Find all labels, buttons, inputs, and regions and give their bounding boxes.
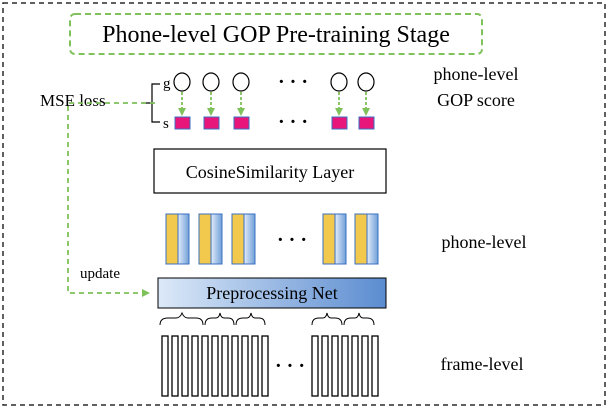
frame-bar: [201, 335, 209, 397]
score-square: [358, 116, 375, 130]
feature-bar-yellow: [231, 213, 245, 265]
row-s-label: s: [163, 116, 169, 132]
update-arrow: [67, 102, 155, 297]
gop-circle: [330, 72, 348, 92]
frame-bars-ellipsis: · · ·: [275, 355, 305, 377]
cosine-similarity-layer: [153, 148, 387, 194]
gop-score-label-line2: GOP score: [437, 90, 515, 110]
frame-bar: [161, 335, 169, 397]
gop-ellipsis: · · ·: [278, 71, 308, 93]
frame-bar: [221, 335, 229, 397]
feature-bar-blue: [243, 213, 256, 265]
frame-bar: [331, 335, 339, 397]
frame-bar: [251, 335, 259, 397]
score-square: [233, 116, 250, 130]
feature-bar-yellow: [322, 213, 336, 265]
gop-score-label-line1: phone-level: [434, 64, 519, 84]
row-g-label: g: [163, 76, 171, 92]
score-square: [174, 116, 191, 130]
feature-bar-yellow: [198, 213, 212, 265]
frame-bar: [361, 335, 369, 397]
frame-bar: [181, 335, 189, 397]
frame-bar: [191, 335, 199, 397]
feature-bar-blue: [177, 213, 190, 265]
feature-bar-blue: [334, 213, 347, 265]
frame-bar: [321, 335, 329, 397]
cosine-similarity-label: CosineSimilarity Layer: [186, 162, 354, 182]
phone-level-label: phone-level: [442, 232, 527, 252]
frame-bar: [311, 335, 319, 397]
preprocessing-label: Preprocessing Net: [206, 283, 337, 303]
score-ellipsis: · · ·: [278, 111, 308, 133]
score-square: [203, 116, 220, 130]
frame-bar: [171, 335, 179, 397]
score-square: [331, 116, 348, 130]
frame-group-braces: [159, 311, 375, 326]
gop-circle: [232, 72, 250, 92]
feature-bar-yellow: [165, 213, 179, 265]
frame-bar: [351, 335, 359, 397]
feature-bar-blue: [366, 213, 379, 265]
title-box: [69, 13, 483, 55]
gop-circle: [173, 72, 191, 92]
frame-bars-right: [311, 335, 379, 397]
update-label: update: [80, 266, 120, 282]
diagram-title: Phone-level GOP Pre-training Stage: [102, 22, 450, 48]
frame-bar: [241, 335, 249, 397]
frame-bars-left: [161, 335, 269, 397]
preprocessing-net: [157, 277, 387, 309]
frame-bar: [211, 335, 219, 397]
frame-bar: [371, 335, 379, 397]
gop-circle: [202, 72, 220, 92]
frame-level-label: frame-level: [441, 354, 524, 374]
frame-bar: [261, 335, 269, 397]
gop-circle: [357, 72, 375, 92]
frame-bar: [231, 335, 239, 397]
phone-bars-ellipsis: · · ·: [277, 229, 307, 251]
phone-feature-bars: [165, 213, 379, 265]
feature-bar-blue: [210, 213, 223, 265]
mse-loss-label: MSE loss: [40, 91, 106, 110]
frame-bar: [341, 335, 349, 397]
feature-bar-yellow: [354, 213, 368, 265]
